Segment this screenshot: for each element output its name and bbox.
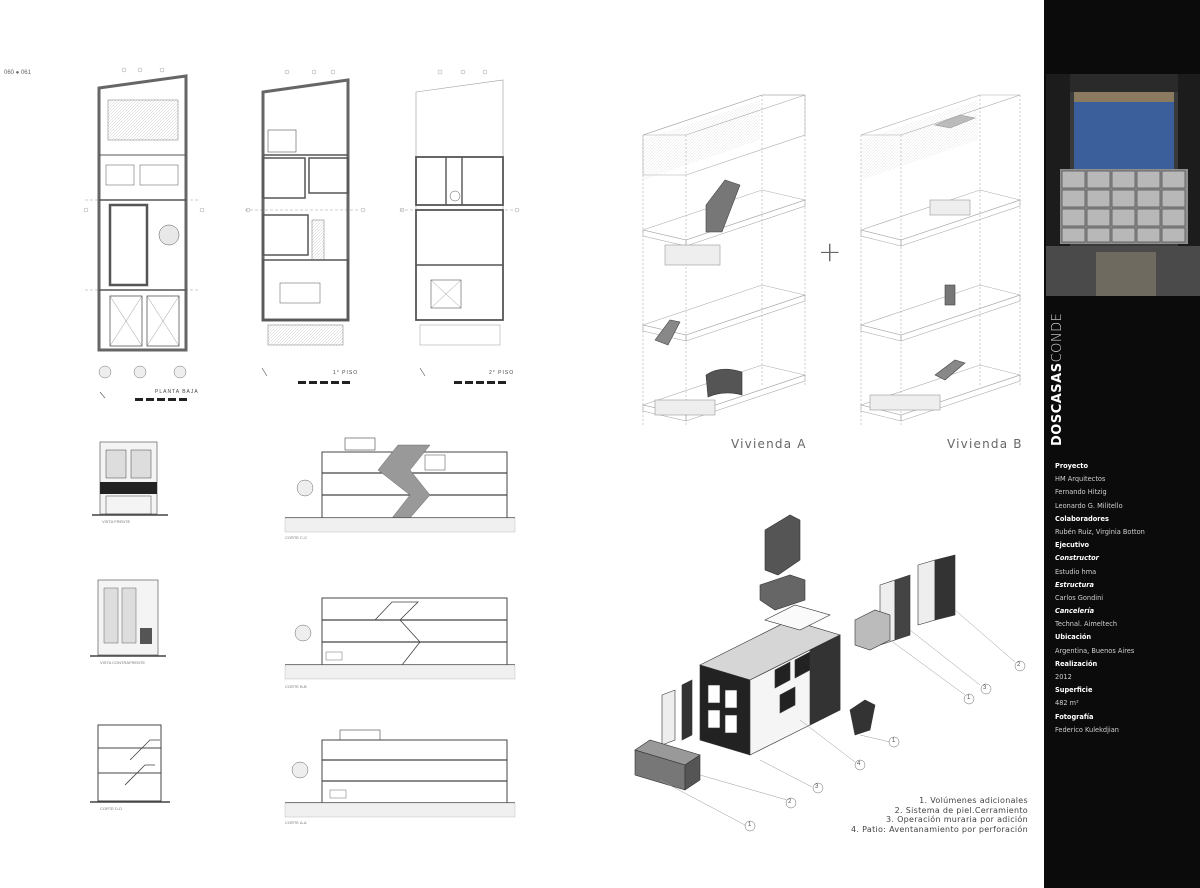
plan-second-floor (400, 79, 515, 377)
credit-value: Rubén Ruiz, Virginia Botton (1055, 527, 1145, 536)
page-number: 060 ● 061 (4, 70, 31, 76)
front-elevation (92, 441, 168, 516)
legend-item: 4. Patio: Aventanamiento por perforación (851, 824, 1028, 834)
caption-front-elevation: VISTA FRENTE (102, 519, 131, 524)
legend-item: 1. Volúmenes adicionales (919, 796, 1028, 805)
credit-value: Carlos Gondini (1055, 593, 1104, 602)
credit-value: Estudio hma (1055, 567, 1097, 576)
plan-label-second: 2° PISO (489, 370, 515, 376)
credit-value: Leonardo G. Militello (1055, 501, 1123, 510)
credit-value: Federico Kulekdjian (1055, 725, 1119, 734)
credit-key: Ejecutivo (1055, 541, 1090, 550)
credit-key: Realización (1055, 659, 1098, 668)
credit-key: Fotografía (1055, 712, 1094, 721)
section-dd (90, 724, 170, 803)
marker: 4 (857, 761, 861, 767)
legend-item: 3. Operación muraria por adición (886, 815, 1028, 825)
section-cc (284, 437, 516, 533)
label-vivienda-b: Vivienda B (947, 437, 1023, 451)
vivienda-a-stack (641, 94, 807, 425)
marker: 2 (1017, 662, 1021, 668)
label-vivienda-a: Vivienda A (731, 437, 807, 451)
credit-value: Technal. Aimeltech (1055, 620, 1118, 629)
title-light: CONDE (1050, 312, 1065, 363)
credit-key: Constructor (1055, 554, 1099, 563)
caption-section-bb: CORTE B-B (285, 684, 307, 689)
credit-value: 482 m² (1055, 699, 1079, 708)
section-bb (284, 597, 516, 680)
credit-value: Fernando Hitzig (1055, 488, 1107, 497)
scale-bar (298, 381, 353, 384)
legend-item: 2. Sistema de piel.Cerramiento (894, 805, 1028, 815)
credit-key: Estructura (1055, 580, 1094, 589)
credit-key: Ubicación (1055, 633, 1092, 642)
caption-section-aa: CORTE A-A (285, 820, 307, 825)
marker: 1 (892, 738, 896, 744)
credit-key: Proyecto (1055, 462, 1088, 470)
scale-bar (135, 398, 190, 401)
plus-sign: + (818, 235, 842, 268)
plan-label-ground: PLANTA BAJA (155, 389, 199, 395)
title-bold: DOSCASAS (1050, 362, 1065, 446)
credit-key: Cancelería (1055, 607, 1095, 616)
plan-label-first: 1° PISO (333, 370, 359, 376)
section-aa (284, 729, 516, 818)
marker: 1 (748, 822, 752, 828)
vivienda-b-stack (859, 94, 1022, 425)
credit-value: Argentina, Buenos Aires (1055, 646, 1135, 655)
marker: 3 (815, 784, 819, 790)
caption-section-cc: CORTE C-C (285, 535, 308, 540)
rear-elevation (90, 579, 166, 657)
marker: 2 (788, 799, 792, 805)
caption-section-dd: CORTE D-D (100, 806, 123, 811)
building-photo (1046, 74, 1200, 296)
project-title: DOSCASASCONDE (1050, 313, 1065, 446)
marker: 3 (983, 685, 987, 691)
plan-first-floor (245, 78, 360, 377)
plan-ground-floor (85, 74, 200, 399)
credit-key: Superficie (1055, 686, 1093, 695)
caption-rear-elevation: VISTA CONTRAFRENTE (100, 660, 146, 665)
exploded-legend: 1. Volúmenes adicionales 2. Sistema de p… (851, 796, 1028, 834)
credit-key: Colaboradores (1055, 514, 1109, 523)
scale-bar (454, 381, 509, 384)
credit-value: HM Arquitectos (1055, 475, 1106, 484)
marker: 1 (967, 695, 971, 701)
credit-value: 2012 (1055, 673, 1072, 681)
